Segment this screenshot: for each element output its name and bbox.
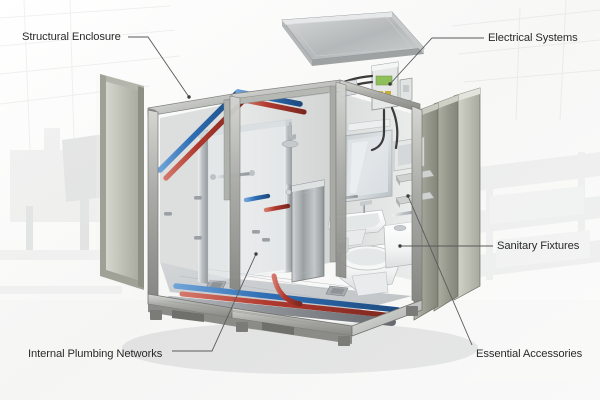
underfloor-hot-run (179, 291, 399, 319)
floor-drain-2 (325, 285, 349, 297)
leader-dot-accessories (406, 194, 410, 198)
service-riser-cabinet (291, 179, 325, 283)
panel-display (375, 75, 393, 86)
exploded-wall-panel-left (96, 72, 144, 292)
frame-fork-pockets (172, 310, 294, 335)
shower-head (281, 122, 299, 148)
wc-pan (339, 242, 399, 297)
leader-plumbing (172, 253, 257, 352)
mirror-light (347, 118, 391, 132)
mirror (343, 129, 393, 203)
hot-branch-basin (263, 197, 291, 279)
label-sanitary-fixtures: Sanitary Fixtures (497, 240, 580, 252)
label-structural-enclosure: Structural Enclosure (22, 31, 121, 43)
leader-dot-plumbing (254, 252, 258, 256)
interior-floor (160, 262, 412, 312)
exploded-wall-panels-right (413, 87, 481, 321)
label-essential-accessories: Essential Accessories (476, 348, 583, 360)
leader-structural (128, 36, 190, 98)
leader-dot-electrical (388, 82, 392, 86)
flush-button-icon (393, 225, 407, 231)
leader-accessories (407, 195, 473, 346)
hot-drop-elbow (271, 273, 303, 307)
panel-indicator-2-icon (385, 91, 391, 96)
wall-panel-3 (453, 87, 481, 301)
frame-feet (150, 306, 418, 346)
roof-panel (281, 11, 425, 66)
label-internal-plumbing-networks: Internal Plumbing Networks (28, 348, 163, 360)
leader-lines (128, 36, 493, 352)
pipe-clamps (164, 196, 270, 242)
label-electrical-systems: Electrical Systems (488, 32, 578, 44)
basin-tap (360, 200, 372, 213)
leader-dot-sanitary (398, 244, 402, 248)
isolator-switch (399, 77, 413, 103)
shower-valve (285, 184, 292, 208)
frame-corner-posts (147, 81, 423, 305)
leader-electrical (389, 37, 484, 85)
leader-dot-structural (187, 95, 191, 99)
pod-shadow (122, 322, 478, 374)
